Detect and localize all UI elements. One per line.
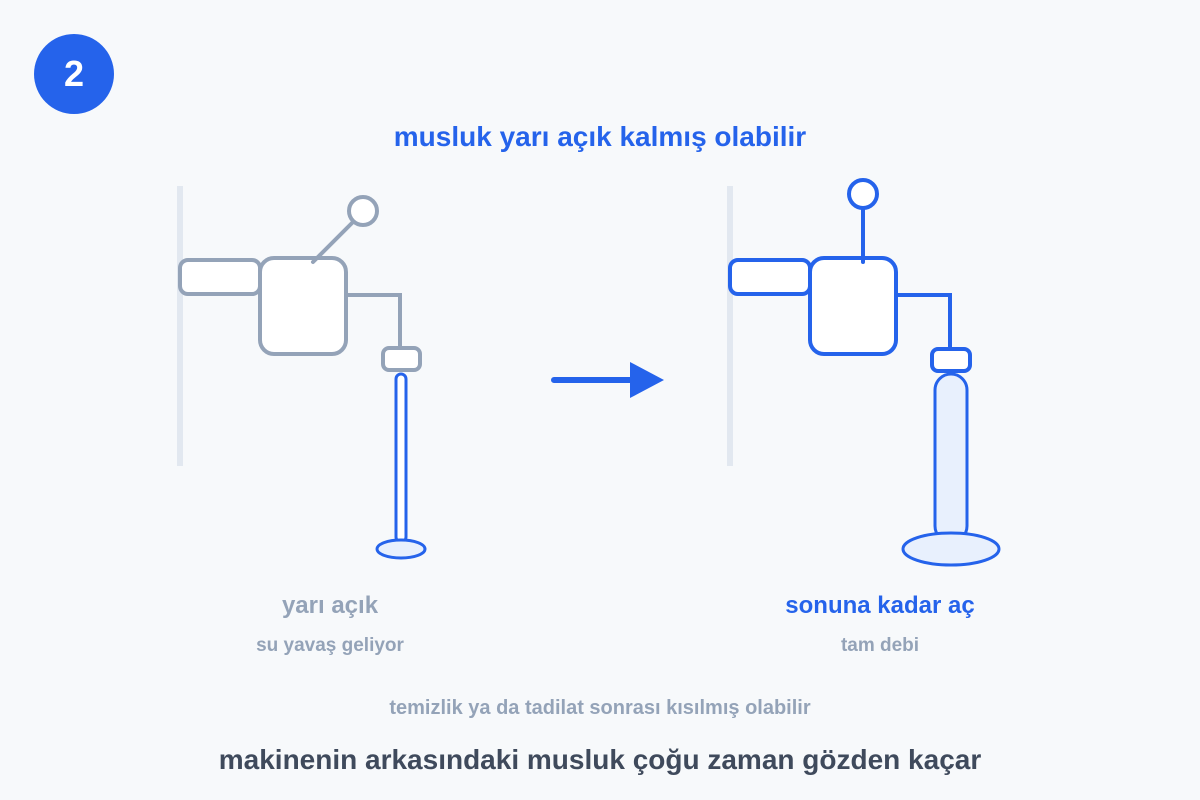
left-water-stream <box>394 372 408 544</box>
right-valve-body <box>808 256 898 356</box>
left-inlet-pipe <box>178 258 262 296</box>
right-inlet-pipe <box>728 258 812 296</box>
left-handle-knob <box>347 195 379 227</box>
right-water-puddle <box>901 531 1001 567</box>
fully-open-sublabel: tam debi <box>840 635 920 656</box>
left-hose-nozzle <box>381 346 422 372</box>
transition-arrow <box>551 362 664 398</box>
left-wall <box>177 186 183 466</box>
left-hose <box>346 293 402 348</box>
left-valve-handle <box>311 220 355 264</box>
fully-open-valve <box>727 178 1001 567</box>
half-open-valve <box>177 186 427 560</box>
footer-tip: makinenin arkasındaki musluk çoğu zaman … <box>218 744 982 775</box>
diagram-title: musluk yarı açık kalmış olabilir <box>393 121 807 152</box>
left-water-puddle <box>375 538 427 560</box>
half-open-label: yarı açık <box>281 592 379 619</box>
fully-open-label: sonuna kadar aç <box>785 592 975 619</box>
cause-note: temizlik ya da tadilat sonrası kısılmış … <box>389 697 811 719</box>
right-wall <box>727 186 733 466</box>
left-valve-body <box>258 256 348 356</box>
arrow-head <box>630 362 664 398</box>
half-open-sublabel: su yavaş geliyor <box>256 635 404 656</box>
right-water-stream <box>933 372 969 544</box>
right-hose <box>896 293 952 348</box>
right-hose-nozzle <box>930 347 972 373</box>
right-handle-knob <box>847 178 879 210</box>
step-number-badge: 2 <box>34 34 114 114</box>
